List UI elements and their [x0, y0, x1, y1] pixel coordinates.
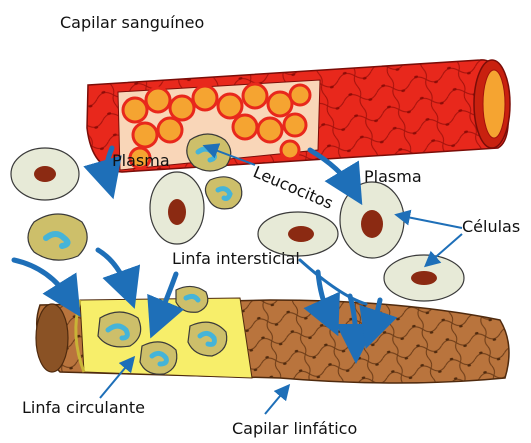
leukocyte	[140, 342, 177, 374]
label-leukocytes: Leucocitos	[250, 162, 336, 213]
label-cells: Células	[462, 217, 520, 236]
tissue-cell	[11, 148, 79, 200]
label-plasma-left: Plasma	[112, 151, 170, 170]
leukocyte	[205, 177, 241, 209]
label-circulating-lymph: Linfa circulante	[22, 398, 145, 417]
label-plasma-right: Plasma	[364, 167, 422, 186]
leukocyte	[176, 286, 208, 312]
label-blood-capillary: Capilar sanguíneo	[60, 13, 204, 32]
leukocyte	[188, 322, 227, 356]
label-lymph-capillary: Capilar linfático	[232, 419, 357, 438]
tissue-cell	[384, 255, 464, 301]
leukocyte	[98, 312, 141, 347]
leukocyte	[28, 214, 87, 260]
tissue-cell	[150, 172, 204, 244]
tissue-cell	[340, 182, 404, 258]
label-interstitial-lymph: Linfa intersticial	[172, 249, 300, 268]
